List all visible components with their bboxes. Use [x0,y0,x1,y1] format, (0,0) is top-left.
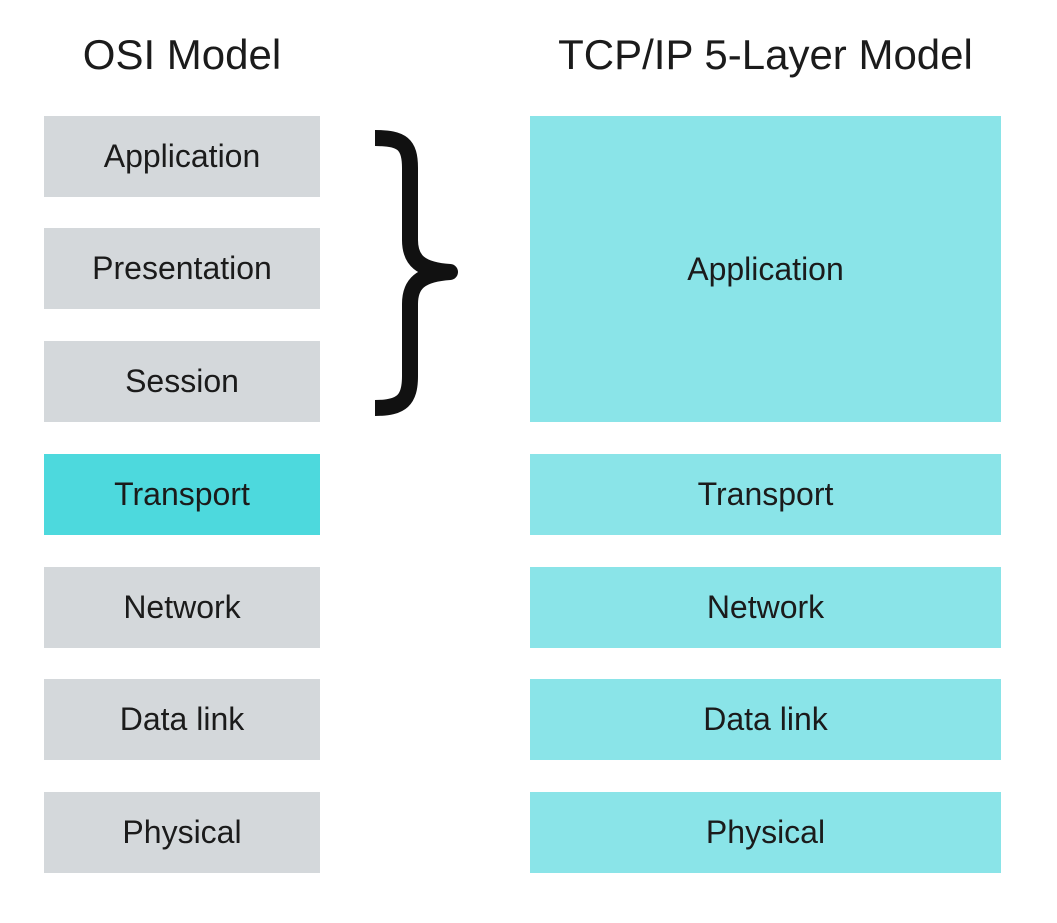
osi-layer-network: Network [44,567,320,648]
osi-layer-data-link: Data link [44,679,320,760]
tcpip-layer-data-link: Data link [530,679,1001,760]
osi-layer-presentation: Presentation [44,228,320,309]
tcpip-layer-transport: Transport [530,454,1001,535]
osi-layer-transport: Transport [44,454,320,535]
tcpip-model-title: TCP/IP 5-Layer Model [558,31,973,78]
osi-layer-session: Session [44,341,320,422]
tcpip-layer-physical: Physical [530,792,1001,873]
curly-brace-icon [374,130,458,416]
osi-layer-application: Application [44,116,320,197]
tcpip-layer-network: Network [530,567,1001,648]
tcpip-layer-application: Application [530,116,1001,422]
osi-model-title: OSI Model [82,31,282,78]
osi-layer-physical: Physical [44,792,320,873]
curly-brace-path [374,130,458,416]
